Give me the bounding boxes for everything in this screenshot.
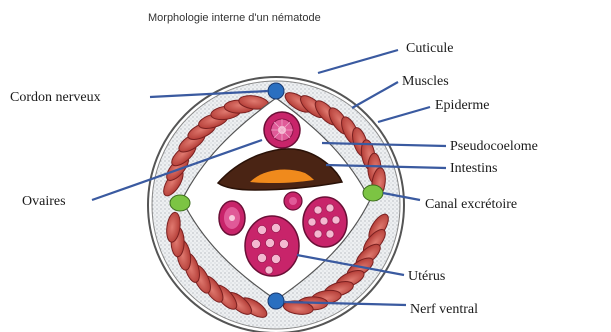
label-cuticule: Cuticule <box>406 41 453 56</box>
excretory-canal-left <box>170 195 190 211</box>
label-nerf-ventral: Nerf ventral <box>410 302 478 317</box>
leader-epiderme <box>378 107 430 122</box>
label-canal-excretoire: Canal excrétoire <box>425 197 517 212</box>
ovary-small-center <box>284 192 302 210</box>
leader-cuticule <box>318 50 398 73</box>
ovary-small-left <box>219 201 245 235</box>
ovary-upper <box>264 112 300 148</box>
label-ovaires: Ovaires <box>22 194 66 209</box>
label-uterus: Utérus <box>408 269 445 284</box>
dorsal-nerve-cord <box>268 83 284 99</box>
uterus-right <box>303 197 347 247</box>
uterus-center <box>245 216 299 276</box>
label-epiderme: Epiderme <box>435 98 489 113</box>
excretory-canal-right <box>363 185 383 201</box>
leader-muscles <box>352 82 398 108</box>
label-cordon-nerveux: Cordon nerveux <box>10 90 101 105</box>
label-pseudocoelome: Pseudocoelome <box>450 139 538 154</box>
ventral-nerve-cord <box>268 293 284 309</box>
label-intestins: Intestins <box>450 161 497 176</box>
label-muscles: Muscles <box>402 74 449 89</box>
